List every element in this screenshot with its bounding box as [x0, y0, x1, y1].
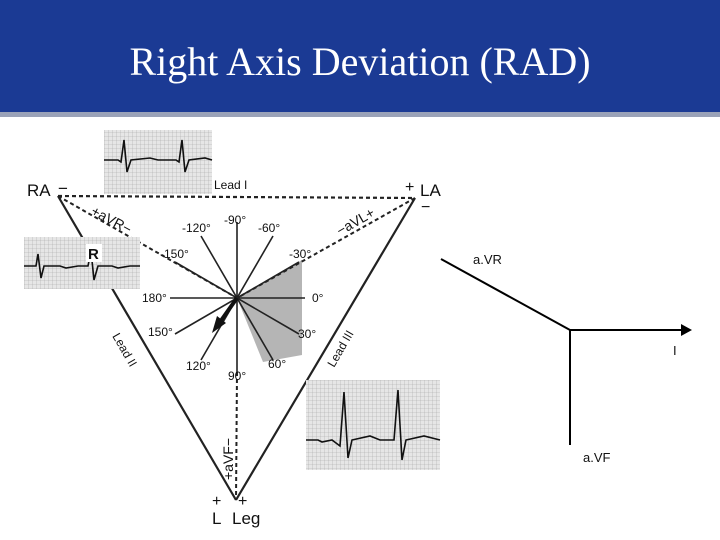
avf-lead-label: +aVF−	[220, 438, 236, 480]
axis-reference-diagram: a.VR I a.VF	[440, 252, 692, 465]
angle-label: -90°	[224, 213, 246, 227]
la-plus-sign: +	[405, 179, 414, 196]
r-wave-marker-bg	[86, 244, 102, 262]
angle-label: 30°	[298, 327, 316, 341]
avl-dashed-line	[236, 197, 416, 299]
ecg-trace	[24, 250, 140, 281]
einthoven-triangle: -90° -60° -120° -150° -30° 180° 0° 150° …	[27, 178, 441, 528]
angle-label: -60°	[258, 221, 280, 235]
angle-label: 0°	[312, 291, 324, 305]
ra-sign: −	[58, 179, 68, 198]
lead-ii-label: Lead II	[109, 331, 139, 370]
title-bar-divider	[0, 112, 720, 117]
avr-axis-line	[440, 258, 571, 331]
r-wave-label: R	[88, 246, 99, 263]
ecg-grid	[104, 130, 212, 194]
lead-i-label: Lead I	[214, 178, 247, 192]
lead-iii-label: Lead III	[324, 328, 356, 370]
angle-label: 120°	[186, 359, 211, 373]
ecg-strip-avr: R	[24, 237, 140, 289]
l-label: L	[212, 509, 221, 528]
lead-i-arrowhead	[681, 324, 692, 336]
angle-label: -150°	[160, 247, 189, 261]
angle-label: -30°	[289, 247, 311, 261]
rad-sector	[237, 260, 302, 362]
avf-label: a.VF	[583, 450, 611, 465]
mean-axis-arrowhead	[212, 316, 226, 333]
angle-label: 150°	[148, 325, 173, 339]
lead-i-side	[57, 194, 416, 200]
ecg-trace	[104, 139, 213, 173]
avr-label: a.VR	[473, 252, 502, 267]
angle-label: -120°	[182, 221, 211, 235]
angle-label: 60°	[268, 357, 286, 371]
leg-plus-sign-2: +	[238, 493, 247, 510]
mean-axis-arrow-shaft	[218, 296, 239, 324]
la-minus-sign: −	[421, 199, 430, 216]
ecg-grid	[24, 237, 140, 289]
ra-label: RA	[27, 181, 51, 200]
leg-plus-sign: +	[212, 493, 221, 510]
avf-dashed-line	[235, 371, 238, 501]
angle-label: 90°	[228, 369, 246, 383]
ecg-strip-bottom	[306, 380, 441, 470]
avl-lead-label: −aVL+	[334, 204, 378, 238]
la-label: LA	[420, 181, 441, 200]
angle-label: 180°	[142, 291, 167, 305]
avr-dashed-line	[57, 195, 238, 299]
lead-iii-side	[235, 197, 416, 501]
slide-title: Right Axis Deviation (RAD)	[129, 39, 591, 84]
ecg-grid	[306, 380, 440, 470]
ecg-trace	[306, 389, 441, 461]
avr-lead-label: +aVR−	[89, 203, 135, 238]
leg-label: Leg	[232, 509, 260, 528]
ecg-strip-lead-i	[104, 130, 213, 194]
lead-i-label: I	[673, 343, 677, 358]
title-bar	[0, 0, 720, 112]
